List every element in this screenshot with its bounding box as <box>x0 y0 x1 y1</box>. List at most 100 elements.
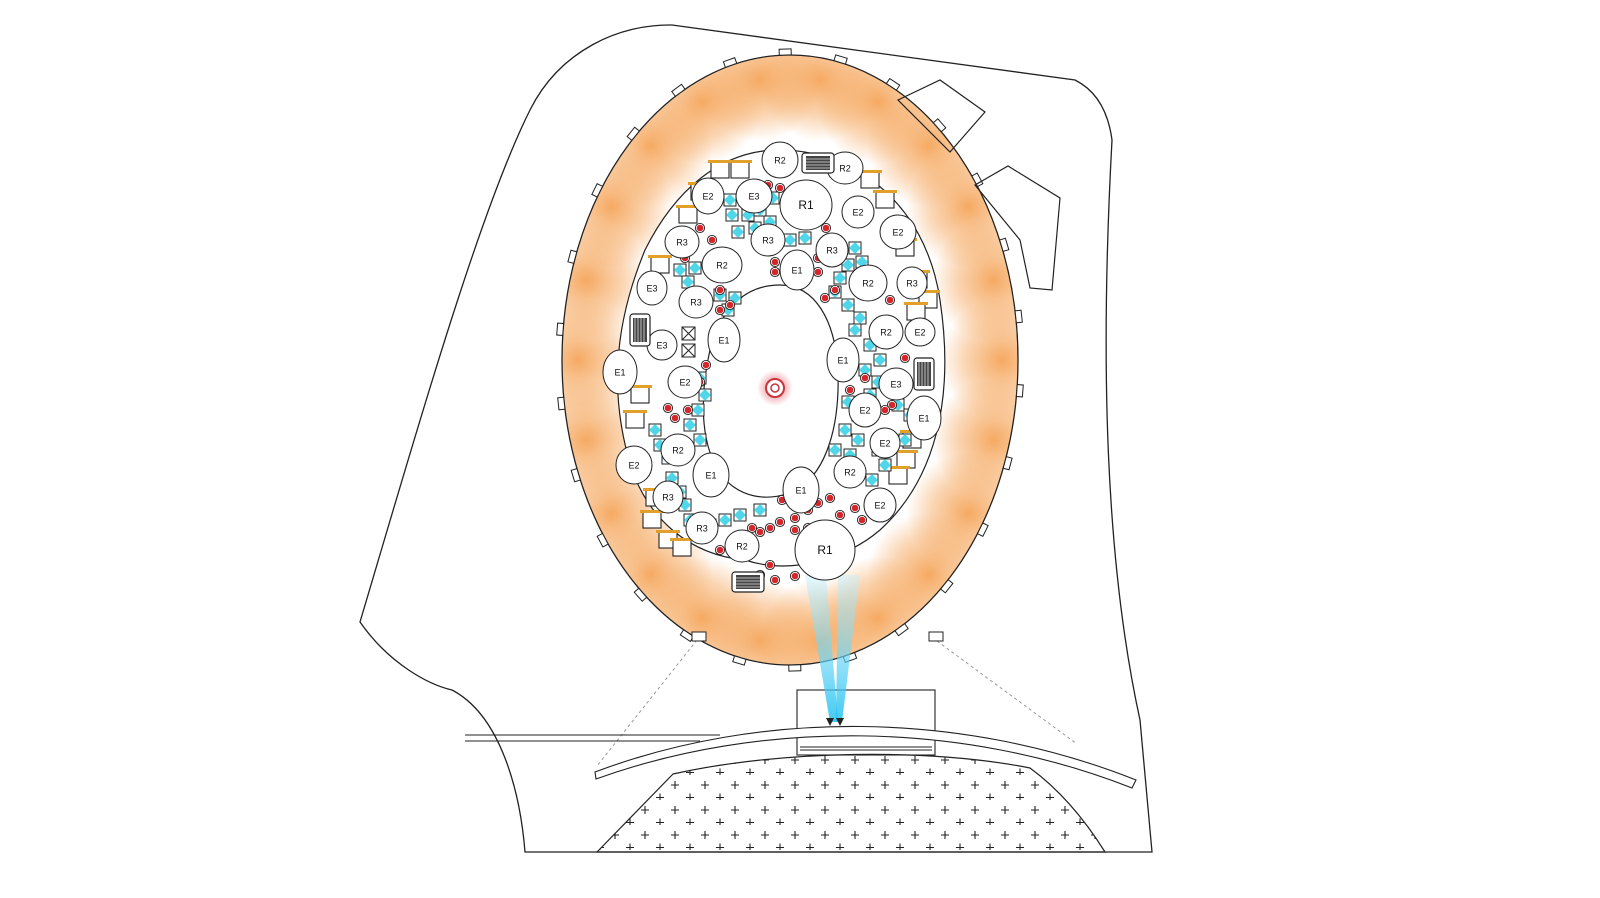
room-r2: R2 <box>848 264 888 302</box>
room-e3: E3 <box>646 329 678 361</box>
room-e1: E1 <box>779 249 815 291</box>
room-bubble <box>863 487 897 523</box>
cyan-square-icon <box>725 208 739 222</box>
room-bubble <box>724 529 760 563</box>
cyan-square-icon <box>848 323 862 337</box>
red-circle-icon <box>824 492 836 504</box>
cyan-square-icon <box>783 233 797 247</box>
cyan-square-icon <box>798 231 812 245</box>
room-r3: R3 <box>664 225 700 259</box>
amber-stall <box>669 537 695 557</box>
red-circle-icon <box>834 509 846 521</box>
room-label: R1 <box>798 198 814 212</box>
projection-beam-right <box>836 575 860 722</box>
room-bubble <box>667 365 703 399</box>
room-r3: R3 <box>896 266 928 300</box>
room-bubble <box>636 270 668 306</box>
red-circle-icon <box>820 222 832 234</box>
perimeter-marker <box>1002 456 1013 471</box>
room-e1: E1 <box>602 349 638 395</box>
amber-stall <box>727 159 753 179</box>
sightline-left <box>596 639 698 767</box>
cyan-square-icon <box>698 388 712 402</box>
room-r2: R2 <box>660 433 696 467</box>
room-e2: E2 <box>863 487 897 523</box>
room-label: E2 <box>702 191 713 201</box>
perimeter-marker <box>932 118 947 133</box>
cyan-square-icon <box>833 271 847 285</box>
room-bubble <box>904 317 936 347</box>
room-bubble <box>779 249 815 291</box>
cyan-square-icon <box>841 298 855 312</box>
room-bubble <box>735 178 773 214</box>
red-circle-icon <box>769 574 781 586</box>
room-bubble <box>652 480 684 514</box>
room-label: E3 <box>646 283 657 293</box>
room-r3: R3 <box>750 223 786 257</box>
projection-beam-left <box>805 575 838 722</box>
room-e2: E2 <box>841 195 875 229</box>
red-circle-icon <box>669 412 681 424</box>
room-label: R2 <box>880 327 892 337</box>
cyan-square-icon <box>673 263 687 277</box>
room-label: R1 <box>817 543 833 557</box>
amber-stall <box>647 254 673 274</box>
room-bubble <box>782 466 820 514</box>
oval-perimeter-markers <box>556 48 1024 672</box>
room-e2: E2 <box>848 392 882 428</box>
room-label: R3 <box>826 245 838 255</box>
room-label: E2 <box>892 227 903 237</box>
room-e2: E2 <box>879 214 917 250</box>
red-circle-icon <box>856 514 868 526</box>
red-circle-icon <box>789 524 801 536</box>
room-label: E2 <box>679 377 690 387</box>
striped-screen-icon <box>731 571 765 593</box>
room-label: E1 <box>837 355 848 365</box>
room-bubble <box>701 246 743 284</box>
perimeter-marker <box>567 249 578 264</box>
perimeter-marker <box>833 54 848 65</box>
red-circle-icon <box>879 404 891 416</box>
perimeter-marker <box>633 587 648 602</box>
amber-stall <box>903 301 929 321</box>
perimeter-marker <box>885 77 901 91</box>
red-circle-icon <box>764 559 776 571</box>
room-label: R3 <box>762 235 774 245</box>
room-bubble <box>869 427 901 459</box>
room-e3: E3 <box>735 178 773 214</box>
room-r2: R2 <box>701 246 743 284</box>
red-circle-icon <box>706 234 718 246</box>
red-circle-icon <box>859 372 871 384</box>
room-bubble <box>779 179 833 231</box>
cyan-square-icon <box>718 513 732 527</box>
room-label: E2 <box>914 327 925 337</box>
red-circle-icon <box>844 384 856 396</box>
room-e2: E2 <box>691 177 725 215</box>
room-e1: E1 <box>826 337 860 383</box>
room-e3: E3 <box>636 270 668 306</box>
room-label: R2 <box>736 541 748 551</box>
room-bubble <box>906 395 942 441</box>
room-bubble <box>879 214 917 250</box>
perimeter-marker <box>722 57 738 69</box>
sightline-right <box>936 640 1078 745</box>
perimeter-marker <box>671 83 686 97</box>
projection-booth <box>796 689 936 756</box>
room-bubble <box>691 177 725 215</box>
room-label: R3 <box>906 278 918 288</box>
red-circle-icon <box>789 512 801 524</box>
room-e2: E2 <box>869 427 901 459</box>
red-circle-icon <box>829 284 841 296</box>
room-bubble <box>750 223 786 257</box>
room-r3: R3 <box>652 480 684 514</box>
room-r3: R3 <box>815 232 849 268</box>
room-label: E2 <box>874 500 885 510</box>
room-label: R2 <box>844 467 856 477</box>
room-label: E1 <box>795 485 806 495</box>
striped-screen-icon <box>913 357 935 391</box>
room-e3: E3 <box>878 367 914 401</box>
crossed-box-icon <box>681 326 696 358</box>
room-label: E1 <box>614 367 625 377</box>
room-r2: R2 <box>868 314 904 350</box>
cyan-square-icon <box>865 473 879 487</box>
